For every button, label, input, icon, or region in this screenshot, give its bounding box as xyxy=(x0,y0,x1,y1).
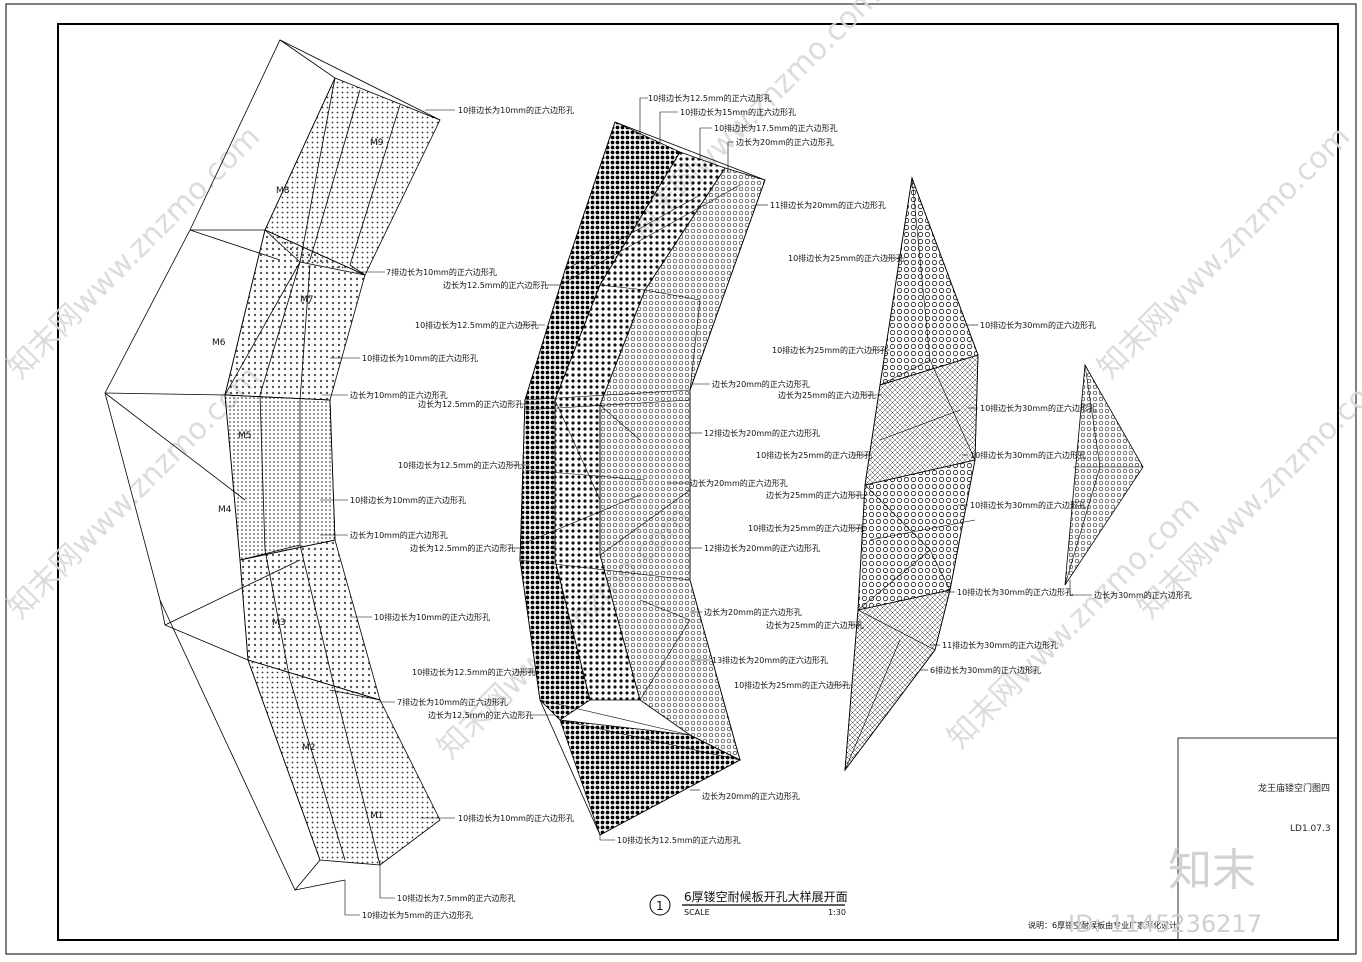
annotation: 10排边长为30mm的正六边形孔 xyxy=(980,320,1096,330)
drawing-title: 1 6厚镂空耐候板开孔大样展开面 SCALE 1:30 xyxy=(649,889,848,917)
annotation: 12排边长为20mm的正六边形孔 xyxy=(704,543,820,553)
annotation: 10排边长为10mm的正六边形孔 xyxy=(374,612,490,622)
annotation: 7排边长为10mm的正六边形孔 xyxy=(386,267,497,277)
annotation: 12排边长为20mm的正六边形孔 xyxy=(704,428,820,438)
panel-1-band-bottom xyxy=(247,659,441,866)
annotation: 边长为10mm的正六边形孔 xyxy=(350,530,448,540)
panel-2: 10排边长为12.5mm的正六边形孔 10排边长为15mm的正六边形孔 10排边… xyxy=(398,93,886,845)
drawing-name: 龙王庙镂空门图四 xyxy=(1258,782,1330,794)
panel-4-leader xyxy=(1069,580,1092,596)
annotation: 10排边长为25mm的正六边形孔 xyxy=(788,253,904,263)
annotation: 10排边长为10mm的正六边形孔 xyxy=(350,495,466,505)
annotation: 6排边长为30mm的正六边形孔 xyxy=(930,665,1041,675)
zone-label: M8 xyxy=(276,186,290,196)
title-block: 龙王庙镂空门图四 LD1.07.3 xyxy=(1177,737,1339,941)
annotation: 边长为20mm的正六边形孔 xyxy=(736,137,834,147)
annotation: 10排边长为10mm的正六边形孔 xyxy=(362,353,478,363)
annotation: 11排边长为30mm的正六边形孔 xyxy=(942,640,1058,650)
annotation: 边长为12.5mm的正六边形孔 xyxy=(428,710,533,720)
annotation: 边长为30mm的正六边形孔 xyxy=(1094,590,1192,600)
annotation: 10排边长为17.5mm的正六边形孔 xyxy=(714,123,838,133)
annotation: 10排边长为15mm的正六边形孔 xyxy=(680,107,796,117)
annotation: 10排边长为30mm的正六边形孔 xyxy=(970,450,1086,460)
detail-number: 1 xyxy=(656,899,664,913)
inner-frame xyxy=(57,23,1339,941)
annotation: 边长为12.5mm的正六边形孔 xyxy=(443,280,548,290)
panel-4: 边长为30mm的正六边形孔 xyxy=(1064,363,1192,600)
drawing-title-text: 6厚镂空耐候板开孔大样展开面 xyxy=(684,889,848,904)
annotation: 10排边长为12.5mm的正六边形孔 xyxy=(415,320,539,330)
panel-3-leaders xyxy=(830,257,978,686)
annotation: 边长为12.5mm的正六边形孔 xyxy=(410,543,515,553)
note-text: 说明：6厚镂空耐候板由专业厂家深化设计 xyxy=(1028,920,1177,930)
panel-1-band-mid xyxy=(224,394,336,561)
annotation: 10排边长为12.5mm的正六边形孔 xyxy=(398,460,522,470)
zone-label: M4 xyxy=(218,505,232,515)
brand-logo: 知末 xyxy=(1168,845,1256,896)
annotation: 10排边长为25mm的正六边形孔 xyxy=(748,523,864,533)
annotation: 10排边长为12.5mm的正六边形孔 xyxy=(617,835,741,845)
annotation: 边长为25mm的正六边形孔 xyxy=(778,390,876,400)
annotation: 边长为25mm的正六边形孔 xyxy=(766,620,864,630)
panel-1-leaders xyxy=(320,109,455,916)
annotation: 10排边长为30mm的正六边形孔 xyxy=(980,403,1096,413)
zone-label: M2 xyxy=(302,743,316,753)
annotation: 边长为20mm的正六边形孔 xyxy=(712,379,810,389)
annotation: 10排边长为12.5mm的正六边形孔 xyxy=(412,667,536,677)
scale-label: SCALE xyxy=(684,908,710,917)
zone-label: M3 xyxy=(272,618,286,628)
annotation: 10排边长为25mm的正六边形孔 xyxy=(734,680,850,690)
zone-label: M1 xyxy=(370,811,384,821)
annotation: 10排边长为10mm的正六边形孔 xyxy=(458,105,574,115)
drawing-code: LD1.07.3 xyxy=(1290,824,1331,834)
annotation: 10排边长为10mm的正六边形孔 xyxy=(458,813,574,823)
annotation: 7排边长为10mm的正六边形孔 xyxy=(397,697,508,707)
annotation: 边长为12.5mm的正六边形孔 xyxy=(418,399,523,409)
annotation: 10排边长为30mm的正六边形孔 xyxy=(970,500,1086,510)
zone-label: M6 xyxy=(212,338,226,348)
annotation: 10排边长为5mm的正六边形孔 xyxy=(362,910,473,920)
annotation: 10排边长为25mm的正六边形孔 xyxy=(772,345,888,355)
watermark-text: 知末网www.znzmo.com xyxy=(1091,119,1357,385)
panel-3-band-bottom xyxy=(844,589,951,772)
annotation: 10排边长为12.5mm的正六边形孔 xyxy=(648,93,772,103)
panel-1: M9 M8 M7 M6 M5 M4 M3 M2 M1 10排边长为10mm的正六… xyxy=(104,39,574,920)
zone-label: M5 xyxy=(238,431,252,441)
annotation: 13排边长为20mm的正六边形孔 xyxy=(712,655,828,665)
panel-2-leaders xyxy=(510,97,768,841)
brand-id: ID: 1145236217 xyxy=(1068,910,1262,938)
zone-label: M7 xyxy=(300,295,314,305)
annotation: 边长为20mm的正六边形孔 xyxy=(704,607,802,617)
annotation: 10排边长为25mm的正六边形孔 xyxy=(756,450,872,460)
watermark-text: 知末网www.znzmo.com xyxy=(1,119,267,385)
annotation: 边长为20mm的正六边形孔 xyxy=(690,478,788,488)
annotation: 边长为20mm的正六边形孔 xyxy=(702,791,800,801)
annotation: 11排边长为20mm的正六边形孔 xyxy=(770,200,886,210)
panel-3: 10排边长为25mm的正六边形孔 10排边长为25mm的正六边形孔 边长为25m… xyxy=(734,176,1096,772)
panel-3-band-top xyxy=(879,176,979,386)
annotation: 边长为10mm的正六边形孔 xyxy=(350,390,448,400)
zone-label: M9 xyxy=(370,138,384,148)
panel-4-outline xyxy=(1064,363,1144,586)
detail-number-circle xyxy=(649,894,671,916)
watermark-text: 知末网www.znzmo.com xyxy=(1131,359,1362,625)
outer-frame xyxy=(5,3,1357,955)
scale-value: 1:30 xyxy=(828,908,846,917)
annotation: 10排边长为30mm的正六边形孔 xyxy=(957,587,1073,597)
annotation: 10排边长为7.5mm的正六边形孔 xyxy=(397,893,516,903)
annotation: 边长为25mm的正六边形孔 xyxy=(766,490,864,500)
